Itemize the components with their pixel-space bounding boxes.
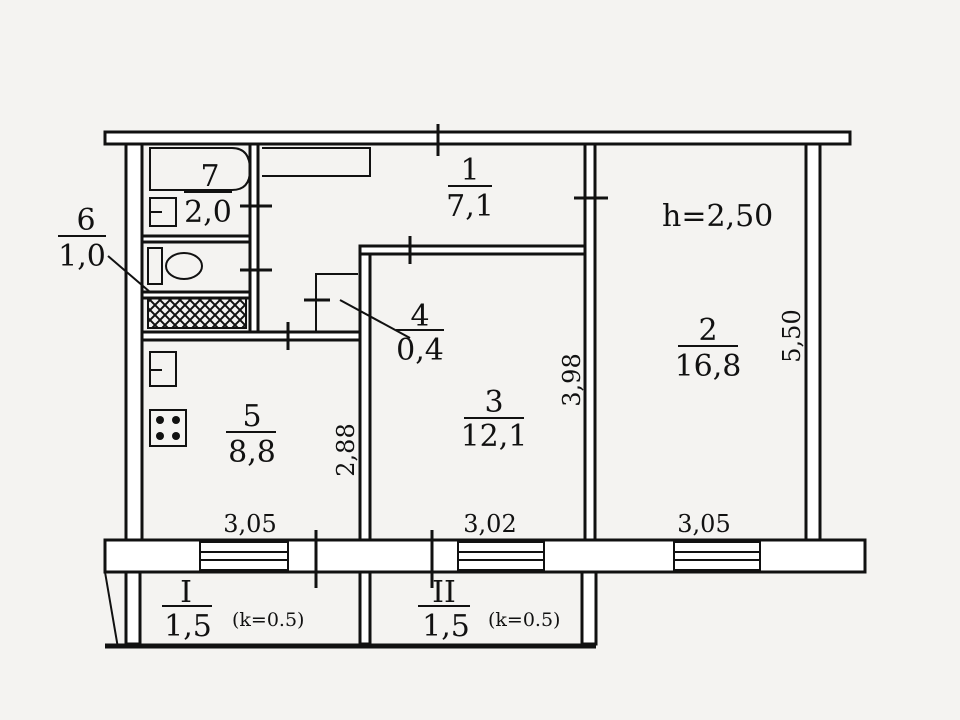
balcony-1-number: I — [180, 575, 192, 610]
balcony-2-coef: (k=0.5) — [488, 609, 560, 631]
dim-depth-kitchen: 2,88 — [332, 423, 360, 476]
closet-outline — [315, 273, 358, 332]
hall-shelf — [262, 147, 371, 177]
dim-width-kitchen: 3,05 — [223, 510, 276, 538]
stove-burner — [156, 432, 164, 440]
leader-room6 — [107, 255, 151, 293]
balcony-1-area: 1,5 — [164, 609, 212, 644]
room-1-area: 7,1 — [446, 189, 494, 224]
stove-burner — [172, 416, 180, 424]
dim-depth-room3: 3,98 — [558, 353, 586, 406]
stove-burner — [172, 432, 180, 440]
toilet-bowl — [165, 252, 203, 280]
ventilation-grid — [147, 297, 247, 329]
window-room2 — [673, 541, 761, 571]
window-room3 — [457, 541, 545, 571]
dim-depth-room2: 5,50 — [778, 309, 806, 362]
room-6-area: 1,0 — [58, 239, 106, 274]
balcony-i-wall — [124, 570, 142, 646]
wall-room1-room2 — [583, 142, 597, 542]
wall-room1-room3 — [358, 244, 587, 256]
room-1-number: 1 — [460, 153, 479, 188]
wall-bath-toilet — [140, 234, 252, 244]
stove-burner — [156, 416, 164, 424]
room-4-area: 0,4 — [396, 333, 444, 368]
room-3-number: 3 — [484, 385, 503, 420]
room-3-area: 12,1 — [461, 419, 528, 454]
toilet-tank — [147, 247, 163, 285]
left-wall — [124, 142, 144, 542]
balcony-divider — [358, 570, 372, 646]
dim-width-room2: 3,05 — [677, 510, 730, 538]
room-7-area: 2,0 — [184, 195, 232, 230]
wall-room3-left — [358, 244, 372, 542]
room-6-number: 6 — [76, 203, 95, 238]
balcony-2-area: 1,5 — [422, 609, 470, 644]
window-kitchen — [199, 541, 289, 571]
room-5-number: 5 — [242, 399, 261, 434]
balcony-1-coef: (k=0.5) — [232, 609, 304, 631]
balcony-2-number: II — [432, 575, 456, 610]
ceiling-height: h=2,50 — [662, 199, 773, 234]
leader-room4 — [339, 299, 411, 339]
room-5-area: 8,8 — [228, 435, 276, 470]
right-wall — [804, 142, 822, 542]
room-7-number: 7 — [200, 159, 219, 194]
room-2-area: 16,8 — [675, 349, 742, 384]
balcony-ii-right — [580, 570, 598, 646]
stove — [149, 409, 187, 447]
dim-width-room3: 3,02 — [463, 510, 516, 538]
top-wall — [103, 130, 852, 146]
wall-kitchen-top — [140, 330, 362, 342]
room-2-number: 2 — [698, 313, 717, 348]
bathtub — [149, 147, 252, 191]
room-4-number: 4 — [410, 299, 429, 334]
